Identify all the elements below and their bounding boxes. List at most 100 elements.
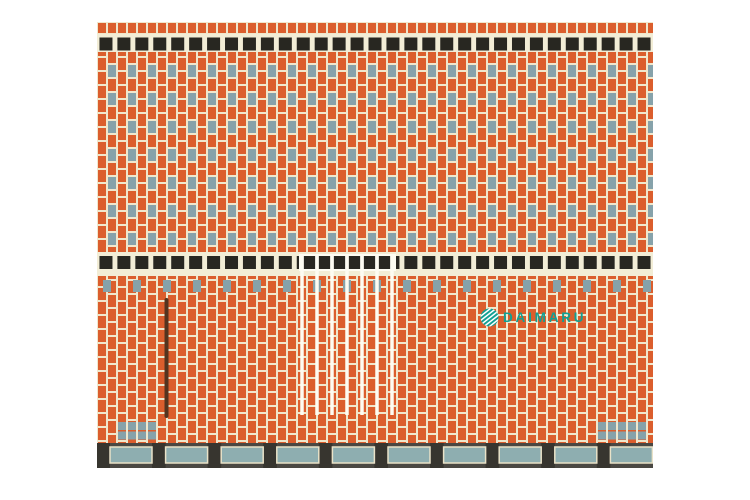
dentil-square: [404, 256, 418, 269]
corner-patch-right: [598, 422, 646, 440]
base-panel: [276, 446, 320, 464]
base-band: [97, 443, 653, 468]
dentil-square: [440, 37, 454, 51]
dentil-square: [529, 37, 543, 51]
dentil-square: [637, 37, 651, 51]
dentil-square: [225, 256, 239, 269]
base-pier: [541, 443, 555, 468]
base-pier: [152, 443, 166, 468]
dentil-square: [278, 256, 292, 269]
dentil-square: [368, 37, 382, 51]
pilaster-line: [390, 254, 394, 415]
dentil-square: [189, 256, 203, 269]
upper-brick-wall: [97, 52, 653, 252]
dentil-square: [565, 256, 579, 269]
dentil-square: [601, 256, 615, 269]
dentil-square: [207, 37, 221, 51]
lower-brick-wall: [97, 276, 653, 443]
dentil-square: [422, 256, 436, 269]
dentil-square: [494, 256, 508, 269]
base-pier: [97, 443, 110, 468]
dentil-square: [117, 37, 131, 51]
base-pier: [374, 443, 388, 468]
dentil-band-top: [97, 34, 653, 52]
base-panel: [109, 446, 153, 464]
dentil-square: [171, 37, 185, 51]
dentil-square: [225, 37, 239, 51]
dentil-square: [458, 37, 472, 51]
dentil-square: [601, 37, 615, 51]
pilaster-line: [375, 254, 379, 415]
base-pier: [318, 443, 333, 468]
dentil-square: [99, 37, 113, 51]
dentil-square: [314, 37, 328, 51]
dentil-square: [583, 37, 597, 51]
dentil-square: [565, 37, 579, 51]
base-panel: [609, 446, 653, 464]
pilaster-line: [300, 254, 304, 415]
grille-square: [378, 256, 391, 269]
corner-patch-left: [118, 422, 156, 440]
base-panel: [554, 446, 598, 464]
grille-square: [333, 256, 346, 269]
dentil-square: [189, 37, 203, 51]
pilaster-line: [330, 254, 334, 415]
base-pier: [430, 443, 444, 468]
daimaru-striped-globe-icon: [480, 308, 499, 327]
dentil-square: [260, 37, 274, 51]
dentil-square: [458, 256, 472, 269]
dentil-square: [153, 256, 167, 269]
dentil-square: [296, 37, 310, 51]
dentil-square: [511, 256, 525, 269]
grille-square: [348, 256, 361, 269]
flagpole: [164, 298, 169, 418]
base-pier: [207, 443, 222, 468]
pilaster-line: [315, 254, 319, 415]
dentil-square: [332, 37, 346, 51]
base-pier: [263, 443, 277, 468]
dentil-square: [547, 37, 561, 51]
daimaru-logo-text: DAIMARU: [503, 309, 587, 326]
dentil-square: [637, 256, 651, 269]
grille-square: [303, 256, 316, 269]
dentil-square: [171, 256, 185, 269]
pilaster-line: [360, 254, 364, 415]
dentil-square: [619, 256, 633, 269]
dentil-square: [494, 37, 508, 51]
dentil-square: [135, 256, 149, 269]
grille-square: [363, 256, 376, 269]
dentil-square: [260, 256, 274, 269]
dentil-square: [619, 37, 633, 51]
base-panel: [442, 446, 487, 464]
grille-square: [318, 256, 331, 269]
top-brick-course: [97, 22, 653, 34]
dentil-square: [529, 256, 543, 269]
dentil-square: [440, 256, 454, 269]
dentil-square: [117, 256, 131, 269]
pilaster-line: [345, 254, 349, 415]
dentil-square: [278, 37, 292, 51]
daimaru-logo: DAIMARU: [480, 308, 586, 327]
dentil-square: [350, 37, 364, 51]
dentil-square: [99, 256, 113, 269]
dentil-square: [511, 37, 525, 51]
dentil-square: [242, 256, 256, 269]
dentil-square: [135, 37, 149, 51]
dentil-square: [153, 37, 167, 51]
base-panel: [220, 446, 264, 464]
base-panel: [331, 446, 376, 464]
base-panel: [387, 446, 431, 464]
base-panel: [498, 446, 542, 464]
dentil-square: [386, 37, 400, 51]
pilaster-grille: [299, 254, 396, 415]
dentil-square: [476, 256, 490, 269]
dentil-square: [207, 256, 221, 269]
dentil-square: [476, 37, 490, 51]
base-panel: [164, 446, 209, 464]
dentil-square: [242, 37, 256, 51]
dentil-square: [583, 256, 597, 269]
dentil-square: [422, 37, 436, 51]
dentil-square: [404, 37, 418, 51]
